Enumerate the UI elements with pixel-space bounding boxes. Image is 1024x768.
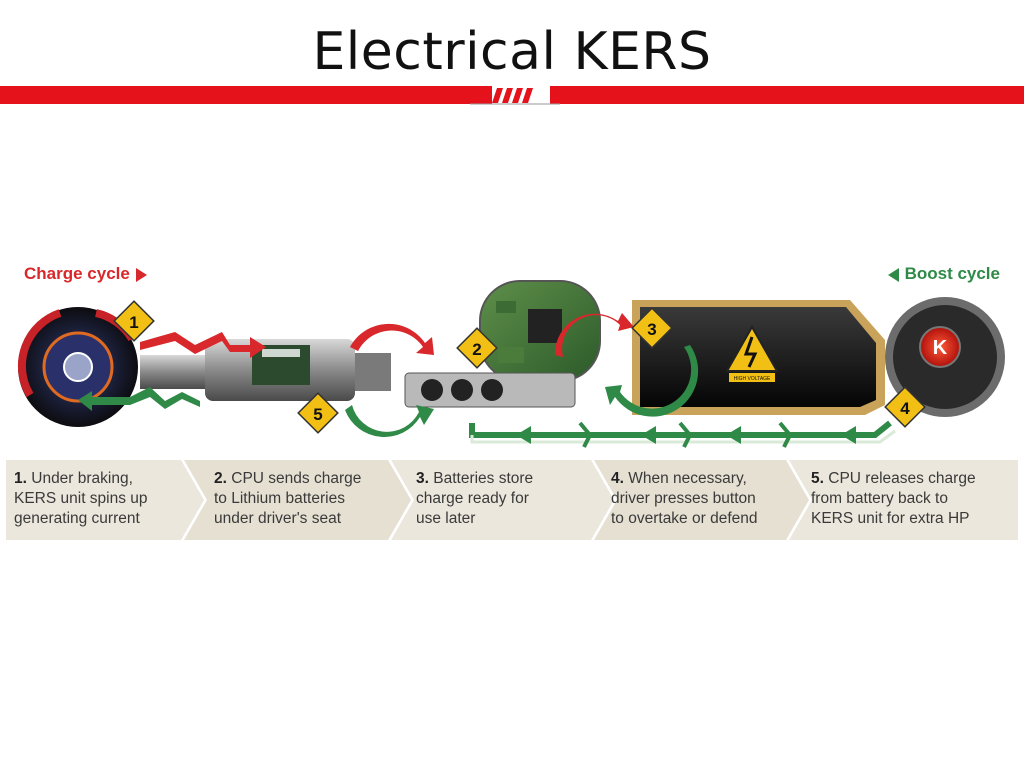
warning-label: HIGH VOLTAGE — [734, 376, 771, 382]
step-strip-background — [6, 460, 1018, 540]
left-triangle-icon — [887, 267, 899, 282]
slide-title: Electrical KERS — [312, 22, 712, 82]
diagram-artwork: HIGH VOLTAGE K 1 — [17, 280, 1005, 448]
charge-cycle-label: Charge cycle — [24, 264, 147, 284]
step-marker-2-label: 2 — [472, 340, 481, 359]
boost-flow-arrows — [78, 345, 896, 448]
kers-motor-unit — [140, 339, 391, 401]
step-marker-2: 2 — [456, 327, 498, 369]
boost-cycle-label: Boost cycle — [887, 264, 1000, 284]
charge-flow-arrows — [140, 313, 634, 358]
step-marker-5: 5 — [297, 392, 339, 434]
step-marker-4: 4 — [884, 386, 926, 428]
right-triangle-icon — [135, 267, 147, 282]
step-marker-1: 1 — [113, 300, 155, 342]
warning-label-plate — [729, 373, 775, 382]
step-marker-3: 3 — [631, 307, 673, 349]
step-marker-1-label: 1 — [129, 313, 138, 332]
title-underline-bar — [0, 86, 1024, 105]
button-letter: K — [933, 337, 948, 359]
step-marker-4-label: 4 — [900, 399, 910, 418]
boost-button-unit — [885, 297, 1005, 417]
lithium-battery-pack — [632, 300, 885, 415]
battery-connector — [404, 372, 576, 408]
step-marker-3-label: 3 — [647, 320, 656, 339]
kers-diagram: Charge cycle Boost cycle — [0, 255, 1024, 545]
step-marker-5-label: 5 — [313, 405, 322, 424]
cpu-board — [479, 280, 601, 382]
